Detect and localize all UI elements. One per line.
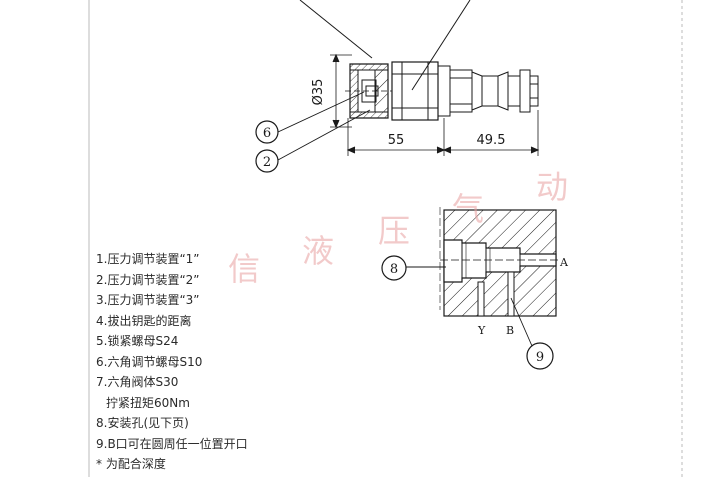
callout-2: 2 xyxy=(255,149,279,173)
port-label-y: Y xyxy=(477,324,486,337)
mounting-hole-section xyxy=(406,207,560,347)
callout-6-label: 6 xyxy=(263,126,271,141)
legend-item-1: 1.压力调节装置“1” xyxy=(96,252,200,266)
legend-item-7-torque: 拧紧扭矩60Nm xyxy=(106,395,190,410)
watermark-char-1: 信 xyxy=(228,250,261,288)
legend-item-3: 3.压力调节装置“3” xyxy=(96,293,200,307)
callout-9: 9 xyxy=(526,342,554,370)
parts-legend: 1.压力调节装置“1” 2.压力调节装置“2” 3.压力调节装置“3” 4.拔出… xyxy=(96,249,248,475)
watermark-char-5: 动 xyxy=(536,168,569,206)
watermark-char-4: 气 xyxy=(452,190,485,228)
dimension-length-b: 49.5 xyxy=(477,133,506,148)
legend-item-4: 4.拔出钥匙的距离 xyxy=(96,313,192,328)
port-label-a: A xyxy=(559,256,569,269)
legend-item-7: 7.六角阀体S30 xyxy=(96,375,179,389)
legend-item-6: 6.六角调节螺母S10 xyxy=(96,354,203,369)
callout-9-label: 9 xyxy=(536,350,544,365)
dimension-length-a: 55 xyxy=(388,133,405,148)
legend-item-5: 5.锁紧螺母S24 xyxy=(96,334,179,348)
callout-8: 8 xyxy=(381,255,407,281)
legend-note-fit-depth: * 为配合深度 xyxy=(96,457,166,471)
legend-item-8: 8.安装孔(见下页) xyxy=(96,416,189,430)
watermark-char-3: 压 xyxy=(378,212,411,250)
callout-2-label: 2 xyxy=(263,155,271,170)
callout-6: 6 xyxy=(255,120,279,144)
port-label-b: B xyxy=(506,324,514,337)
callout-8-label: 8 xyxy=(390,262,398,277)
watermark-char-2: 液 xyxy=(302,232,335,270)
legend-item-2: 2.压力调节装置“2” xyxy=(96,272,200,287)
dimension-diameter: Ø35 xyxy=(311,79,326,106)
legend-item-9: 9.B口可在圆周任一位置开口 xyxy=(96,436,248,451)
valve-side-view xyxy=(277,0,540,161)
